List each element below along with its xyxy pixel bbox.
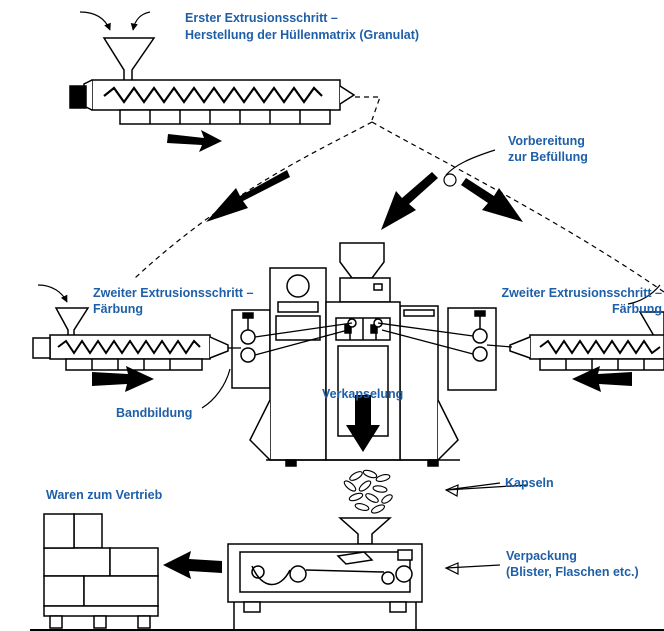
label-right-second-extrusion-subtitle: Färbung bbox=[612, 302, 662, 316]
flow-arrow-to-goods bbox=[163, 551, 222, 579]
label-fill-preparation-title: Vorbereitung bbox=[508, 134, 585, 148]
label-encapsulation: Verkapselung bbox=[322, 387, 404, 401]
capsules-icon bbox=[343, 469, 393, 514]
goods-pallet bbox=[43, 513, 159, 629]
flow-arrow-right-extruder bbox=[572, 366, 632, 392]
label-packaging-subtitle: (Blister, Flaschen etc.) bbox=[506, 565, 639, 579]
label-left-second-extrusion-subtitle: Färbung bbox=[93, 302, 143, 316]
left-extruder bbox=[32, 284, 229, 371]
label-left-second-extrusion-title: Zweiter Extrusionsschritt – bbox=[93, 286, 254, 300]
flow-arrows-diagonal bbox=[206, 170, 523, 230]
packaging-machine bbox=[227, 517, 423, 630]
label-first-extrusion-subtitle: Herstellung der Hüllenmatrix (Granulat) bbox=[185, 28, 420, 42]
left-ribbon-former bbox=[201, 309, 271, 409]
label-ribbon-formation: Bandbildung bbox=[116, 406, 193, 420]
right-extruder bbox=[509, 284, 664, 371]
first-extruder bbox=[69, 11, 356, 125]
flow-arrow-encapsulation-down bbox=[346, 395, 380, 452]
label-first-extrusion-title: Erster Extrusionsschritt – bbox=[185, 11, 338, 25]
label-fill-preparation-subtitle: zur Befüllung bbox=[508, 150, 588, 164]
flow-arrow-first-extruder bbox=[167, 130, 222, 152]
flow-arrow-left-extruder bbox=[92, 366, 154, 392]
right-ribbon-former bbox=[447, 307, 497, 391]
label-packaging-title: Verpackung bbox=[506, 549, 577, 563]
label-capsules: Kapseln bbox=[505, 476, 554, 490]
distribution-lines bbox=[134, 96, 664, 293]
label-goods-for-distribution: Waren zum Vertrieb bbox=[46, 488, 163, 502]
ribbon-paths bbox=[228, 322, 513, 356]
label-right-second-extrusion-title: Zweiter Extrusionsschritt – bbox=[501, 286, 662, 300]
